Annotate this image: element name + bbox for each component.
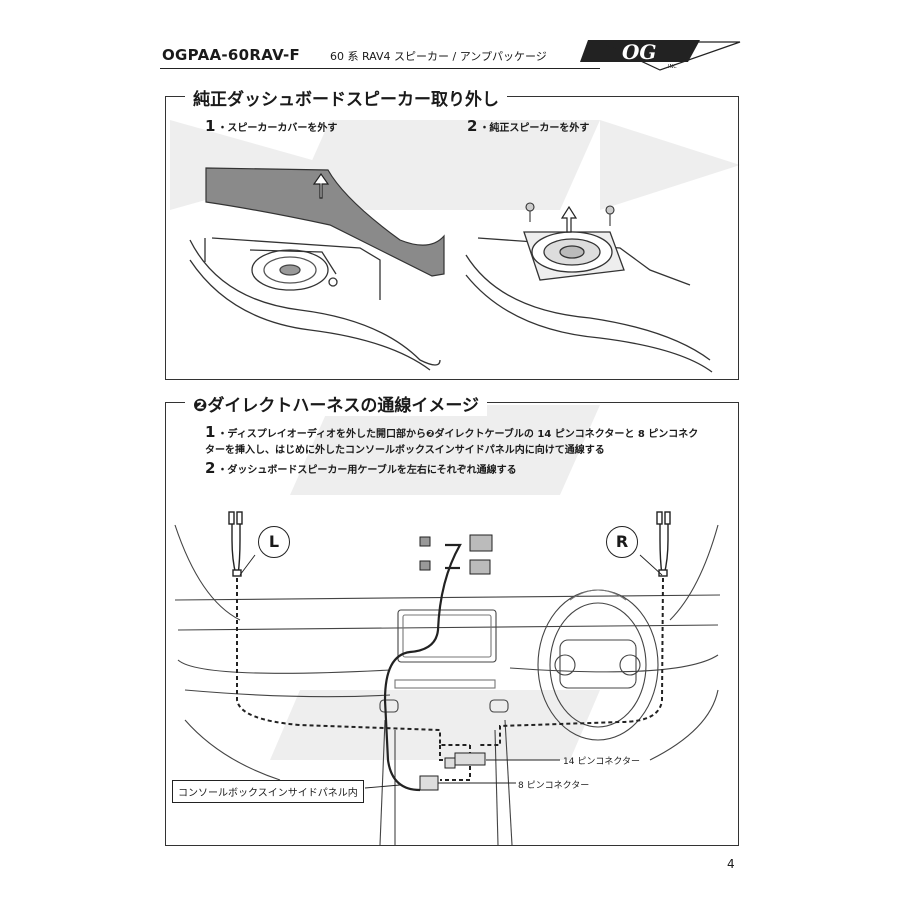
section1-title: 純正ダッシュボードスピーカー取り外し: [185, 85, 507, 110]
step-number: 2: [205, 459, 216, 477]
step-text: ・スピーカーカバーを外す: [217, 123, 338, 134]
step-text: ・ディスプレイオーディオを外した開口部から❷ダイレクトケーブルの 14 ピンコネ…: [205, 429, 699, 456]
screw-icon: [525, 202, 615, 226]
arrow-up-icon: [560, 205, 578, 233]
page-number: 4: [727, 857, 735, 871]
section1-step-1: 1・スピーカーカバーを外す: [205, 117, 337, 135]
step-number: 2: [467, 117, 478, 135]
speaker-cover-panel: [205, 167, 445, 277]
console-panel-label: コンソールボックスインサイドパネル内: [172, 780, 364, 803]
svg-text:INC: INC: [668, 64, 677, 70]
step-text: ・純正スピーカーを外す: [479, 123, 590, 134]
section2-step-2: 2・ダッシュボードスピーカー用ケーブルを左右にそれぞれ通線する: [205, 460, 705, 479]
step-text: ・ダッシュボードスピーカー用ケーブルを左右にそれぞれ通線する: [217, 465, 517, 476]
section1-step-2: 2・純正スピーカーを外す: [467, 117, 589, 135]
speaker-cable-right: [656, 511, 671, 577]
model-number: OGPAA-60RAV-F: [162, 46, 301, 64]
speaker-removal-illustration: [465, 231, 713, 373]
section-speaker-removal: [165, 96, 739, 380]
step-number: 1: [205, 117, 216, 135]
label-8pin-connector: 8 ピンコネクター: [518, 781, 590, 791]
label-14pin-connector: 14 ピンコネクター: [563, 757, 640, 767]
section2-title: ❷ダイレクトハーネスの通線イメージ: [185, 391, 488, 416]
connector-14pin-icon: [419, 534, 493, 769]
product-subtitle: 60 系 RAV4 スピーカー / アンプパッケージ: [330, 50, 547, 63]
dashboard-illustration: [174, 524, 721, 846]
header-divider: [160, 68, 600, 69]
left-speaker-marker: L: [258, 526, 290, 558]
speaker-cover-illustration: [189, 237, 441, 371]
connector-8pin-icon: [419, 559, 491, 791]
right-speaker-marker: R: [606, 526, 638, 558]
og-logo-icon: OG INC: [580, 40, 741, 71]
step-number: 1: [205, 423, 216, 441]
arrow-up-icon: [312, 172, 330, 199]
speaker-cable-left: [228, 511, 243, 577]
direct-harness-cable: [383, 543, 462, 792]
svg-text:OG: OG: [622, 40, 657, 64]
callout-lines: [239, 554, 663, 789]
section2-step-1: 1・ディスプレイオーディオを外した開口部から❷ダイレクトケーブルの 14 ピンコ…: [205, 424, 705, 459]
watermark-logo-bottom: [270, 405, 600, 760]
